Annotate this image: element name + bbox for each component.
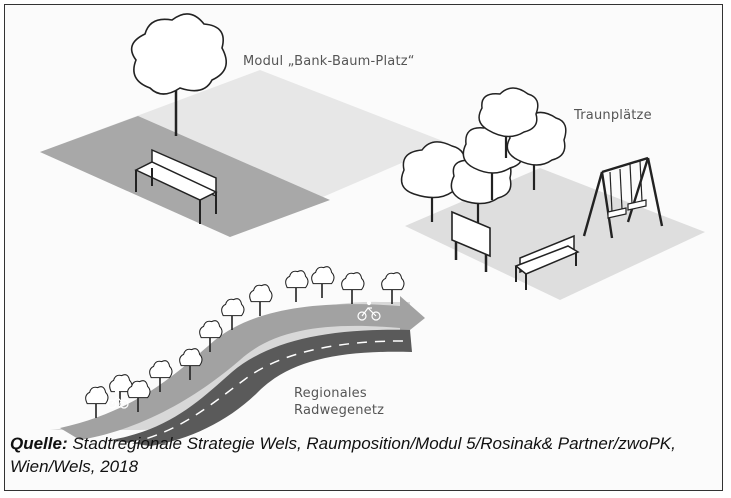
- radwegenetz-module: [50, 265, 425, 446]
- figure-caption: Quelle: Stadtregionale Strategie Wels, R…: [10, 432, 710, 478]
- swing-icon: [582, 156, 664, 239]
- label-modul-bank-baum-platz: Modul „Bank-Baum-Platz“: [243, 54, 415, 69]
- route-arrow: [60, 296, 425, 440]
- traunplaetze-module: [400, 87, 705, 300]
- caption-source-text: Stadtregionale Strategie Wels, Raumposit…: [10, 434, 676, 476]
- bench-icon: [514, 234, 580, 290]
- label-traunplaetze: Traunplätze: [574, 108, 652, 123]
- sign-board-icon: [451, 210, 491, 272]
- tree-icon: [130, 13, 228, 136]
- tree-cluster: [400, 87, 567, 230]
- label-regionales-radwegenetz: Regionales Radwegenetz: [294, 386, 385, 418]
- bicycle-icon: [107, 389, 129, 409]
- bench-icon: [134, 148, 218, 224]
- bicycle-icon: [357, 300, 381, 321]
- caption-source-label: Quelle:: [10, 434, 68, 453]
- road: [110, 329, 412, 446]
- bank-baum-platz-module: [40, 13, 448, 237]
